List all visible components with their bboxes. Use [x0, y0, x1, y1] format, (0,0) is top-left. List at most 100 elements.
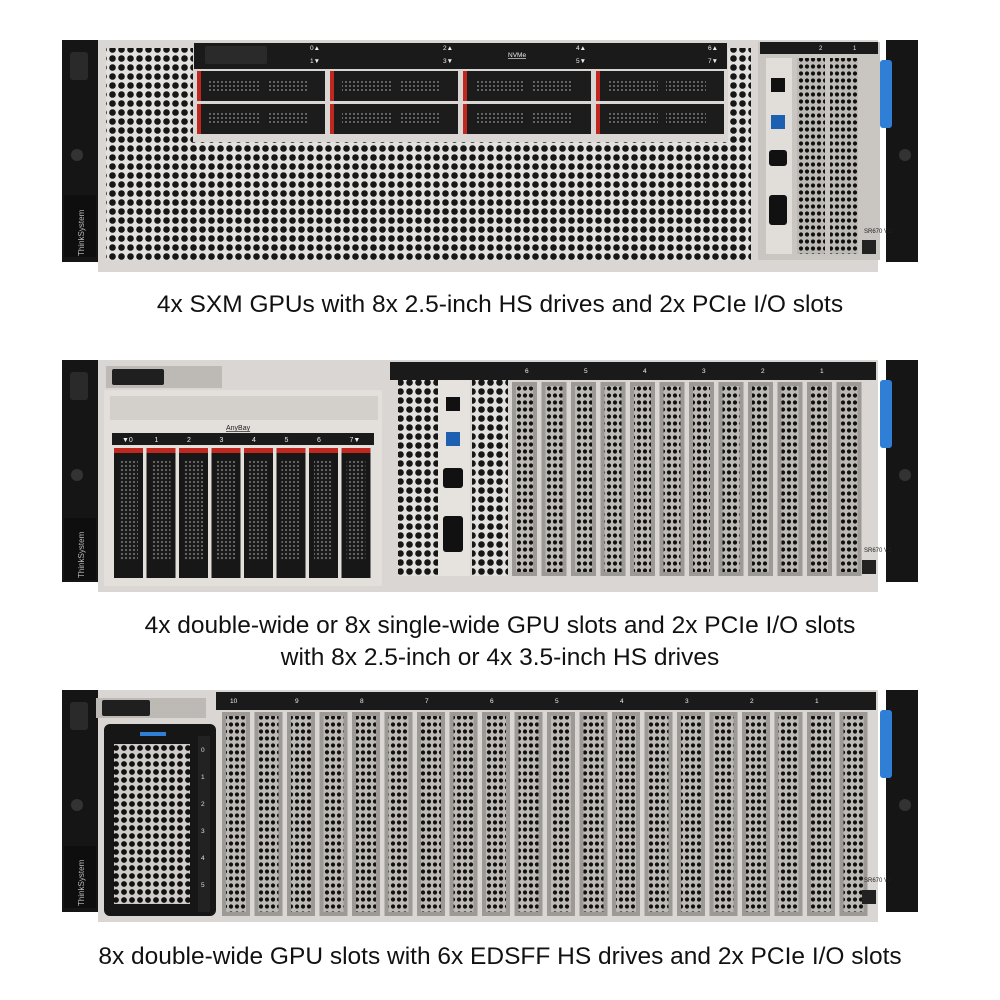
pcie-slot[interactable] [689, 382, 714, 576]
mini-display-port[interactable] [769, 150, 787, 166]
pcie-slot[interactable] [830, 58, 858, 254]
pcie-slot[interactable] [807, 382, 832, 576]
latch-blue[interactable] [880, 380, 892, 448]
qr-code [862, 560, 876, 574]
front-operator-panel[interactable] [205, 46, 267, 64]
pcie-slot[interactable] [748, 382, 773, 576]
latch-blue[interactable] [880, 710, 892, 778]
usb-port[interactable] [446, 397, 460, 411]
pcie-slot[interactable] [482, 712, 510, 916]
pcie-slot[interactable] [352, 712, 380, 916]
pcie-slot[interactable] [797, 58, 825, 254]
pcie-slot[interactable] [222, 712, 250, 916]
slot-number: 7 [425, 698, 429, 705]
slot-number: 2 [761, 368, 765, 375]
bay-label: 5▼ [576, 58, 586, 65]
drive-bay[interactable] [341, 448, 371, 578]
slot-number: 1 [815, 698, 819, 705]
caption-bottom: 8x double-wide GPU slots with 6x EDSFF H… [98, 943, 902, 970]
edsff-number: 2 [201, 801, 205, 808]
pcie-slot[interactable] [514, 712, 543, 916]
pcie-slot[interactable] [836, 382, 862, 576]
pcie-slot[interactable] [319, 712, 348, 916]
drive-bay[interactable] [197, 71, 325, 101]
bay-label: 4▲ [576, 45, 586, 52]
vga-port[interactable] [769, 195, 787, 225]
drive-bay[interactable] [114, 448, 143, 578]
slot-number: 4 [620, 698, 624, 705]
slot-number: 6 [490, 698, 494, 705]
caption-middle: 4x double-wide or 8x single-wide GPU slo… [0, 610, 1000, 674]
slot-number: 3 [685, 698, 689, 705]
pcie-slot[interactable] [644, 712, 673, 916]
vga-port[interactable] [443, 516, 463, 552]
drive-bay[interactable] [309, 448, 338, 578]
model-label: SR670 V2 [864, 229, 892, 235]
slot-number: 1 [820, 368, 824, 375]
bay-label: 7▼ [708, 58, 718, 65]
pcie-slot[interactable] [417, 712, 445, 916]
bay-label: 0▲ [310, 45, 320, 52]
drive-bay[interactable] [179, 448, 208, 578]
pcie-slot[interactable] [659, 382, 685, 576]
pcie-slot[interactable] [600, 382, 626, 576]
slot-number: 5 [555, 698, 559, 705]
mini-display-port[interactable] [443, 468, 463, 488]
drive-bay[interactable] [463, 104, 591, 134]
pcie-slot[interactable] [449, 712, 478, 916]
brand-label: ThinkSystem [77, 859, 86, 906]
rack-ear-right [880, 690, 918, 912]
drive-number: 3 [220, 437, 224, 444]
drive-number: 7▼ [350, 437, 361, 444]
latch-blue[interactable] [880, 60, 892, 128]
pcie-slot[interactable] [287, 712, 315, 916]
pcie-slot[interactable] [839, 712, 868, 916]
front-operator-panel[interactable] [102, 700, 150, 716]
drive-number: 2 [187, 437, 191, 444]
pcie-slot[interactable] [777, 382, 803, 576]
slot-number: 6 [525, 368, 529, 375]
pcie-slot[interactable] [254, 712, 283, 916]
drive-bay[interactable] [146, 448, 176, 578]
brand-label: ThinkSystem [77, 209, 86, 256]
pcie-slot[interactable] [774, 712, 803, 916]
drive-bays [197, 71, 724, 134]
drive-bay[interactable] [596, 71, 724, 101]
bay-label: 3▼ [443, 58, 453, 65]
usb3-port[interactable] [771, 115, 785, 129]
pcie-slot[interactable] [547, 712, 575, 916]
slot-number: 4 [643, 368, 647, 375]
edsff-number: 4 [201, 855, 205, 862]
pcie-slot[interactable] [718, 382, 744, 576]
pcie-slot[interactable] [384, 712, 413, 916]
edsff-number: 0 [201, 747, 205, 754]
front-operator-panel[interactable] [112, 369, 164, 385]
drive-bay[interactable] [211, 448, 241, 578]
pcie-slot[interactable] [677, 712, 705, 916]
rack-ear-left: ThinkSystem [62, 690, 98, 912]
vent-grille [472, 380, 508, 576]
drive-bay[interactable] [330, 104, 458, 134]
pcie-slot[interactable] [742, 712, 770, 916]
pcie-slot[interactable] [579, 712, 608, 916]
pcie-slot[interactable] [709, 712, 738, 916]
pcie-slot[interactable] [571, 382, 596, 576]
rack-ear-right [880, 360, 918, 582]
drive-bay[interactable] [330, 71, 458, 101]
qr-code [862, 890, 876, 904]
drive-bay[interactable] [244, 448, 273, 578]
drive-bay[interactable] [197, 104, 325, 134]
bay-label: 6▲ [708, 45, 718, 52]
pcie-slot[interactable] [807, 712, 835, 916]
pcie-slot[interactable] [630, 382, 655, 576]
pcie-slot[interactable] [612, 712, 640, 916]
pcie-slot[interactable] [541, 382, 567, 576]
usb-port[interactable] [771, 78, 785, 92]
pcie-slot[interactable] [512, 382, 537, 576]
drive-bay[interactable] [276, 448, 306, 578]
usb3-port[interactable] [446, 432, 460, 446]
drive-bay[interactable] [596, 104, 724, 134]
drive-bay[interactable] [463, 71, 591, 101]
